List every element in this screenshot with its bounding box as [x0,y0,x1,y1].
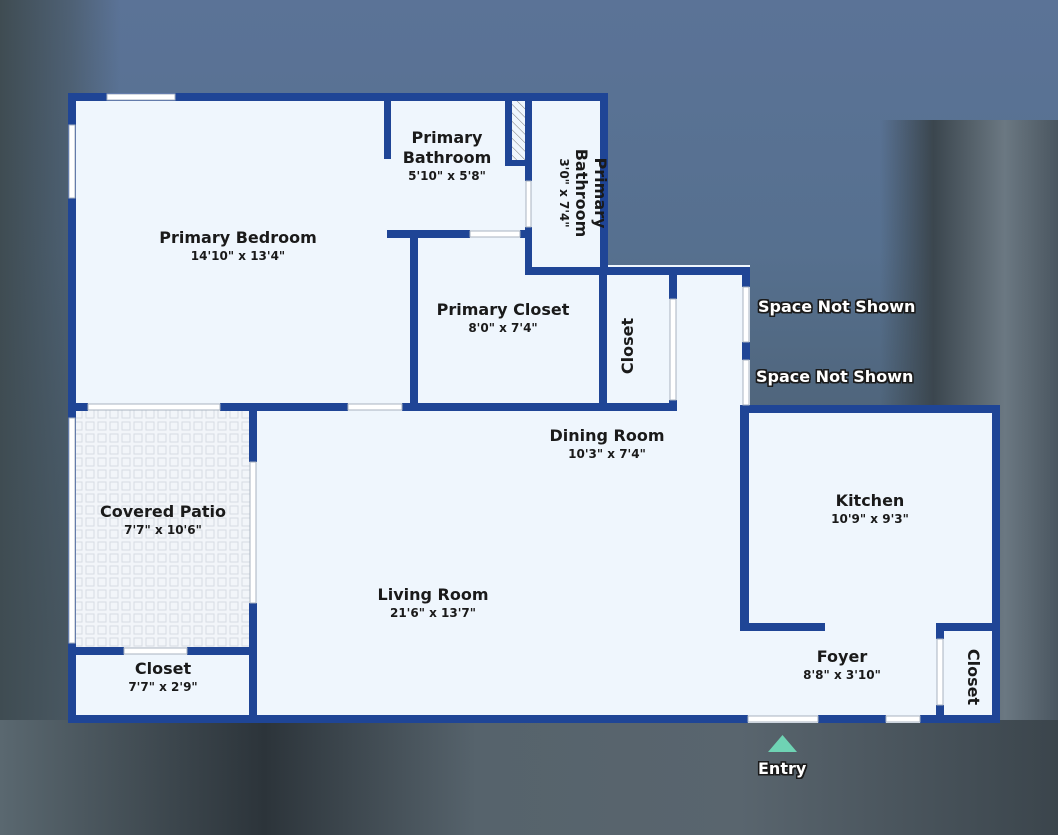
window-top [106,93,176,101]
entry-door-opening [747,715,819,723]
door-opening-patio-living [249,461,257,604]
room-name: Primary Bedroom [159,228,317,247]
room-label-primary-closet: Primary Closet 8'0" x 7'4" [437,300,570,336]
room-dimensions: 3'0" x 7'4" [557,158,571,228]
room-label-dining-room: Dining Room 10'3" x 7'4" [549,426,664,462]
door-opening-bedroom-living [347,403,403,411]
room-dimensions: 8'0" x 7'4" [468,321,538,335]
room-name-line1: Primary [411,128,483,147]
room-label-closet-foyer: Closet [963,647,983,707]
shaft-hatch [512,101,525,163]
patio-tile-floor [76,410,250,650]
door-opening-bedroom-patio [87,403,221,411]
space-not-shown-label-2: Space Not Shown [756,367,914,386]
room-name: Living Room [377,585,489,604]
window-patio [68,417,76,644]
room-label-primary-bathroom-2: Primary Bathroom 3'0" x 7'4" [550,133,610,253]
room-dimensions: 10'3" x 7'4" [568,447,646,461]
room-label-primary-bedroom: Primary Bedroom 14'10" x 13'4" [159,228,317,264]
room-label-kitchen: Kitchen 10'9" x 9'3" [831,491,909,527]
room-dimensions: 7'7" x 2'9" [128,680,198,694]
room-name: Closet [134,659,192,678]
window-foyer [885,715,921,723]
room-dimensions: 5'10" x 5'8" [408,169,486,183]
room-name-line2: Bathroom [572,148,591,238]
room-label-closet-hall: Closet [618,316,638,376]
room-dimensions: 7'7" x 10'6" [124,523,202,537]
room-name: Foyer [816,647,868,666]
opening-space1 [742,286,750,343]
room-label-living-room: Living Room 21'6" x 13'7" [378,585,489,621]
room-name-line1: Primary [591,157,610,229]
window-left [68,124,76,199]
room-dimensions: 10'9" x 9'3" [831,512,909,526]
room-name: Covered Patio [100,502,226,521]
windows-and-openings [68,93,944,723]
room-name: Primary Closet [436,300,570,319]
room-label-closet-patio: Closet 7'7" x 2'9" [128,659,197,695]
door-opening-foyer-closet [936,638,944,706]
room-label-primary-bathroom-1: Primary Bathroom 5'10" x 5'8" [403,128,492,184]
opening-space2 [742,359,750,406]
room-name: Kitchen [835,491,905,510]
room-name: Closet [964,648,983,706]
door-opening-bath [469,230,521,238]
room-name: Dining Room [549,426,665,445]
door-opening-bath2 [525,180,532,228]
door-opening-patio-closet [123,647,188,655]
room-dimensions: 21'6" x 13'7" [389,606,477,620]
room-label-foyer: Foyer 8'8" x 3'10" [803,647,881,683]
room-dimensions: 8'8" x 3'10" [803,668,881,682]
door-opening-closet [669,298,677,401]
space-not-shown-label-1: Space Not Shown [758,297,916,316]
room-name: Closet [618,317,637,375]
room-dimensions: 14'10" x 13'4" [190,249,286,263]
room-name-line2: Bathroom [402,148,492,167]
walls [68,93,1000,723]
entry-label: Entry [758,759,807,778]
entry-arrow-icon [768,735,797,752]
room-label-covered-patio: Covered Patio 7'7" x 10'6" [100,502,226,538]
